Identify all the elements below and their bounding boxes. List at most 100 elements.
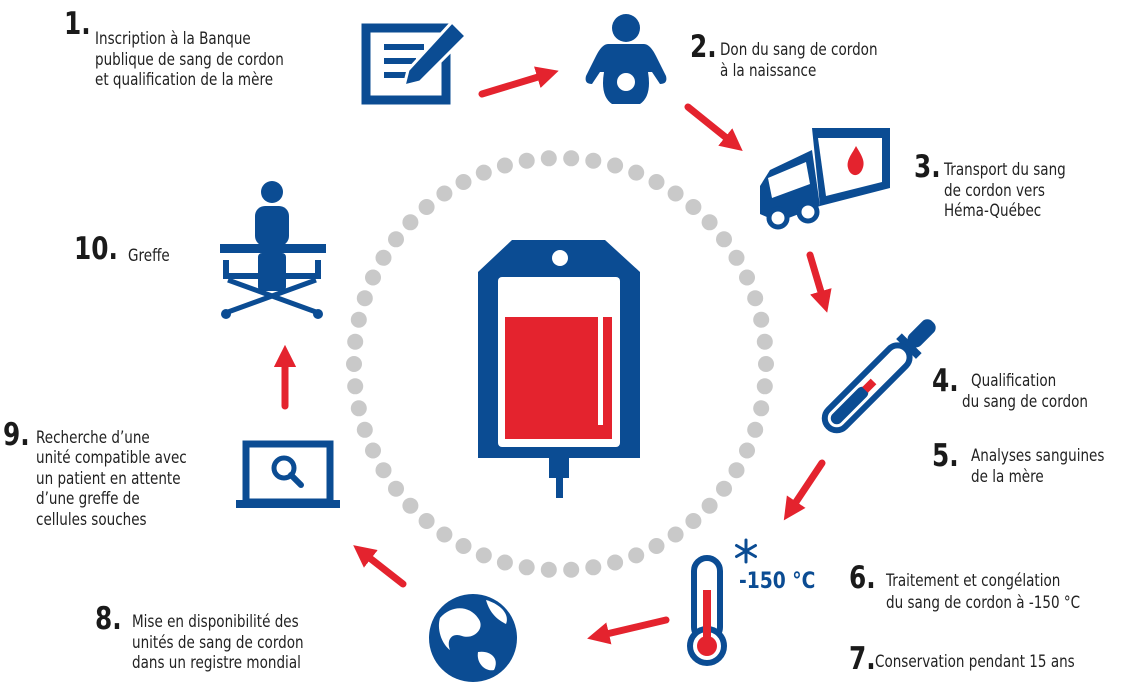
ring-dot bbox=[402, 214, 419, 231]
thermometer-icon bbox=[687, 555, 727, 666]
step-number: 2. bbox=[690, 29, 717, 65]
dotted-circle bbox=[346, 150, 774, 578]
process-arrows bbox=[273, 66, 832, 645]
ring-dot bbox=[648, 174, 665, 190]
ring-dot bbox=[701, 497, 718, 514]
ring-dot bbox=[753, 311, 770, 328]
ring-dot bbox=[350, 400, 367, 417]
ring-dot bbox=[455, 174, 472, 190]
ring-dot bbox=[728, 462, 745, 479]
blood-bag-icon bbox=[478, 240, 640, 498]
step-text-line: de cordon vers bbox=[944, 180, 1045, 200]
step-text-line: Greffe bbox=[128, 246, 170, 265]
step-text-line: d’une greffe de bbox=[36, 489, 140, 508]
step-text-line: Recherche d’une bbox=[36, 428, 150, 447]
ring-dot bbox=[350, 311, 367, 328]
step-number: 7. bbox=[849, 641, 876, 677]
ring-dot bbox=[758, 356, 774, 372]
laptop-search-icon bbox=[236, 440, 340, 508]
ring-dot bbox=[701, 214, 718, 231]
step-text-line: du sang de cordon bbox=[962, 392, 1088, 411]
step-text-line: dans un registre mondial bbox=[132, 653, 301, 672]
ring-dot bbox=[563, 150, 580, 167]
step-number: 4. bbox=[932, 363, 959, 399]
step-9-label: 9. Recherche d’une unité compatible avec… bbox=[3, 417, 187, 529]
ring-dot bbox=[388, 480, 404, 497]
step-number: 5. bbox=[932, 438, 959, 474]
step-number: 6. bbox=[849, 560, 876, 596]
step-text-line: du sang de cordon à -150 °C bbox=[886, 593, 1081, 612]
ring-dot bbox=[756, 333, 773, 350]
ring-dot bbox=[648, 538, 665, 554]
ring-dot bbox=[375, 249, 392, 266]
ring-dot bbox=[739, 269, 755, 286]
temperature-label: -150 °C bbox=[739, 569, 816, 594]
ring-dot bbox=[475, 547, 492, 564]
arrow-1-to-2 bbox=[478, 66, 559, 98]
step-text-line: un patient en attente bbox=[36, 468, 181, 488]
step-4-label: 4. Qualification du sang de cordon bbox=[932, 363, 1088, 412]
ring-dot bbox=[753, 400, 770, 417]
ring-dot bbox=[418, 513, 435, 529]
step-3-label: 3. Transport du sang de cordon vers Héma… bbox=[914, 149, 1066, 221]
ring-dot bbox=[667, 185, 684, 202]
ring-dot bbox=[418, 199, 435, 215]
ring-dot bbox=[540, 150, 557, 167]
ring-dot bbox=[747, 290, 764, 307]
ring-dot bbox=[496, 157, 513, 174]
ring-dot bbox=[739, 442, 755, 459]
ring-dot bbox=[518, 559, 535, 576]
ring-dot bbox=[747, 421, 764, 438]
ring-dot bbox=[347, 333, 364, 350]
pipette-tube-icon bbox=[821, 319, 936, 434]
ring-dot bbox=[375, 462, 392, 479]
arrow-2-to-3 bbox=[684, 103, 743, 152]
step-text-line: unité compatible avec bbox=[36, 448, 187, 467]
step-number: 8. bbox=[95, 601, 122, 637]
ring-dot bbox=[356, 421, 373, 438]
ring-dot bbox=[388, 231, 404, 248]
step-text-line: et qualification de la mère bbox=[95, 70, 274, 89]
snowflake-icon bbox=[735, 538, 757, 564]
ring-dot bbox=[365, 442, 381, 459]
ring-dot bbox=[540, 561, 557, 578]
ring-dot bbox=[402, 497, 419, 514]
step-text-line: cellules souches bbox=[36, 509, 147, 529]
ring-dot bbox=[685, 199, 702, 215]
arrow-5-to-6 bbox=[783, 459, 826, 521]
ring-dot bbox=[728, 249, 745, 266]
ring-dot bbox=[436, 526, 453, 543]
step-text-line: unités de sang de cordon bbox=[132, 632, 304, 652]
ring-dot bbox=[685, 513, 702, 529]
step-7-label: 7. Conservation pendant 15 ans bbox=[849, 641, 1075, 677]
ring-dot bbox=[607, 554, 624, 571]
ring-dot bbox=[455, 538, 472, 554]
ring-dot bbox=[563, 561, 580, 578]
arrow-6-to-7 bbox=[587, 616, 670, 645]
step-text-line: Traitement et congélation bbox=[886, 571, 1061, 590]
ring-dot bbox=[365, 269, 381, 286]
ring-dot bbox=[518, 152, 535, 169]
step-text-line: Conservation pendant 15 ans bbox=[875, 652, 1075, 671]
step-text-line: à la naissance bbox=[720, 60, 817, 80]
delivery-truck-icon bbox=[760, 128, 890, 230]
globe-icon bbox=[429, 594, 517, 682]
step-text-line: Mise en disponibilité des bbox=[132, 612, 299, 631]
step-number: 9. bbox=[3, 417, 30, 453]
step-text-line: Don du sang de cordon bbox=[720, 40, 878, 59]
step-8-label: 8. Mise en disponibilité des unités de s… bbox=[95, 601, 304, 673]
step-6-label: 6. Traitement et congélation du sang de … bbox=[849, 560, 1080, 613]
arrow-3-to-4 bbox=[806, 251, 832, 313]
step-text-line: Héma-Québec bbox=[944, 201, 1042, 220]
step-text-line: Analyses sanguines bbox=[971, 446, 1105, 465]
ring-dot bbox=[716, 231, 732, 248]
step-number: 10. bbox=[74, 231, 118, 267]
ring-dot bbox=[347, 378, 364, 395]
step-number: 3. bbox=[914, 149, 941, 185]
ring-dot bbox=[475, 164, 492, 181]
step-5-label: 5. Analyses sanguines de la mère bbox=[932, 438, 1104, 487]
step-number: 1. bbox=[64, 6, 91, 42]
step-text-line: Transport du sang bbox=[944, 160, 1066, 179]
ring-dot bbox=[585, 559, 602, 576]
